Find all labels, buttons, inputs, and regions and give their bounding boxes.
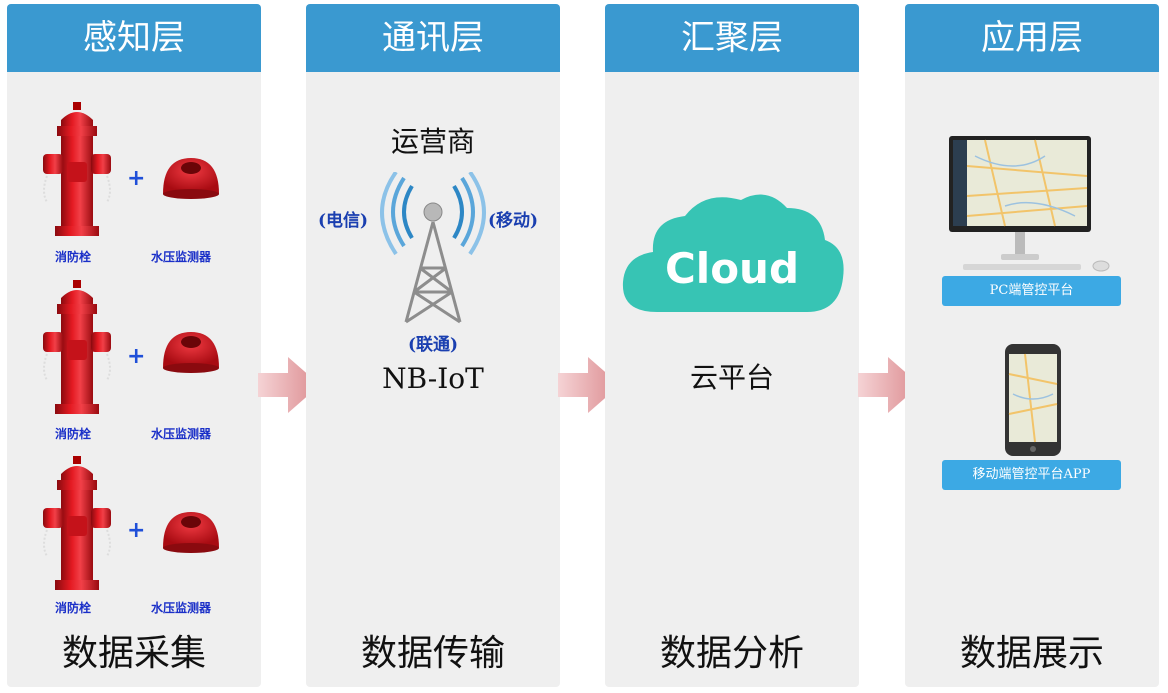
application-layer-header: 应用层 xyxy=(905,4,1159,72)
fire-hydrant-icon xyxy=(43,102,111,236)
cloud-platform-label: 云平台 xyxy=(689,361,774,394)
mobile-app-button[interactable]: 移动端管控平台APP xyxy=(942,460,1121,490)
operator-title: 运营商 xyxy=(390,125,475,158)
sensor-label: 水压监测器 xyxy=(151,250,212,264)
aggregation-layer-header: 汇聚层 xyxy=(605,4,859,72)
application-layer-footer: 数据展示 xyxy=(959,633,1104,674)
sensing-layer-header: 感知层 xyxy=(7,4,261,72)
sensing-row: + 消防栓 水压监测器 xyxy=(7,456,261,616)
application-layer-panel: 应用层 PC端管控平台 移动端管控平台APP 数据展示 xyxy=(905,4,1159,687)
flow-arrow-icon xyxy=(558,357,620,413)
fire-hydrant-icon xyxy=(43,280,111,414)
water-pressure-sensor-icon xyxy=(163,332,219,373)
water-pressure-sensor-icon xyxy=(163,512,219,553)
carrier-unicom: (联通) xyxy=(407,335,459,355)
protocol-label: NB-IoT xyxy=(382,362,484,395)
sensing-row: + 消防栓 水压监测器 xyxy=(7,102,261,264)
fire-hydrant-icon xyxy=(43,456,111,590)
aggregation-layer-panel: 汇聚层 Cloud 云平台 数据分析 xyxy=(605,4,859,687)
sensor-label: 水压监测器 xyxy=(151,601,212,615)
sensing-layer-footer: 数据采集 xyxy=(61,633,206,674)
flow-arrow-icon xyxy=(258,357,320,413)
plus-sign: + xyxy=(127,518,146,543)
carrier-telecom: (电信) xyxy=(318,211,369,231)
plus-sign: + xyxy=(127,344,146,369)
sensor-label: 水压监测器 xyxy=(151,427,212,441)
sensing-layer-panel: 感知层 + 消防栓 水压监测器 xyxy=(7,4,261,687)
desktop-monitor-icon xyxy=(949,136,1110,272)
communication-layer-panel: 通讯层 运营商 (电信) (移动) (联通) NB-IoT 数据传输 xyxy=(306,4,560,687)
hydrant-label: 消防栓 xyxy=(55,250,92,264)
signal-tower-icon xyxy=(380,172,486,324)
cloud-icon xyxy=(622,194,844,312)
hydrant-label: 消防栓 xyxy=(55,427,92,441)
aggregation-layer-footer: 数据分析 xyxy=(659,633,804,674)
communication-layer-header: 通讯层 xyxy=(306,4,560,72)
plus-sign: + xyxy=(127,166,146,191)
water-pressure-sensor-icon xyxy=(163,158,219,199)
carrier-mobile: (移动) xyxy=(488,211,539,231)
hydrant-label: 消防栓 xyxy=(55,601,92,615)
cloud-text: Cloud xyxy=(664,244,800,293)
flow-arrow-icon xyxy=(858,357,920,413)
sensing-row: + 消防栓 水压监测器 xyxy=(7,280,261,441)
communication-layer-footer: 数据传输 xyxy=(360,633,505,674)
pc-platform-button[interactable]: PC端管控平台 xyxy=(942,276,1121,306)
mobile-phone-icon xyxy=(1005,344,1061,456)
